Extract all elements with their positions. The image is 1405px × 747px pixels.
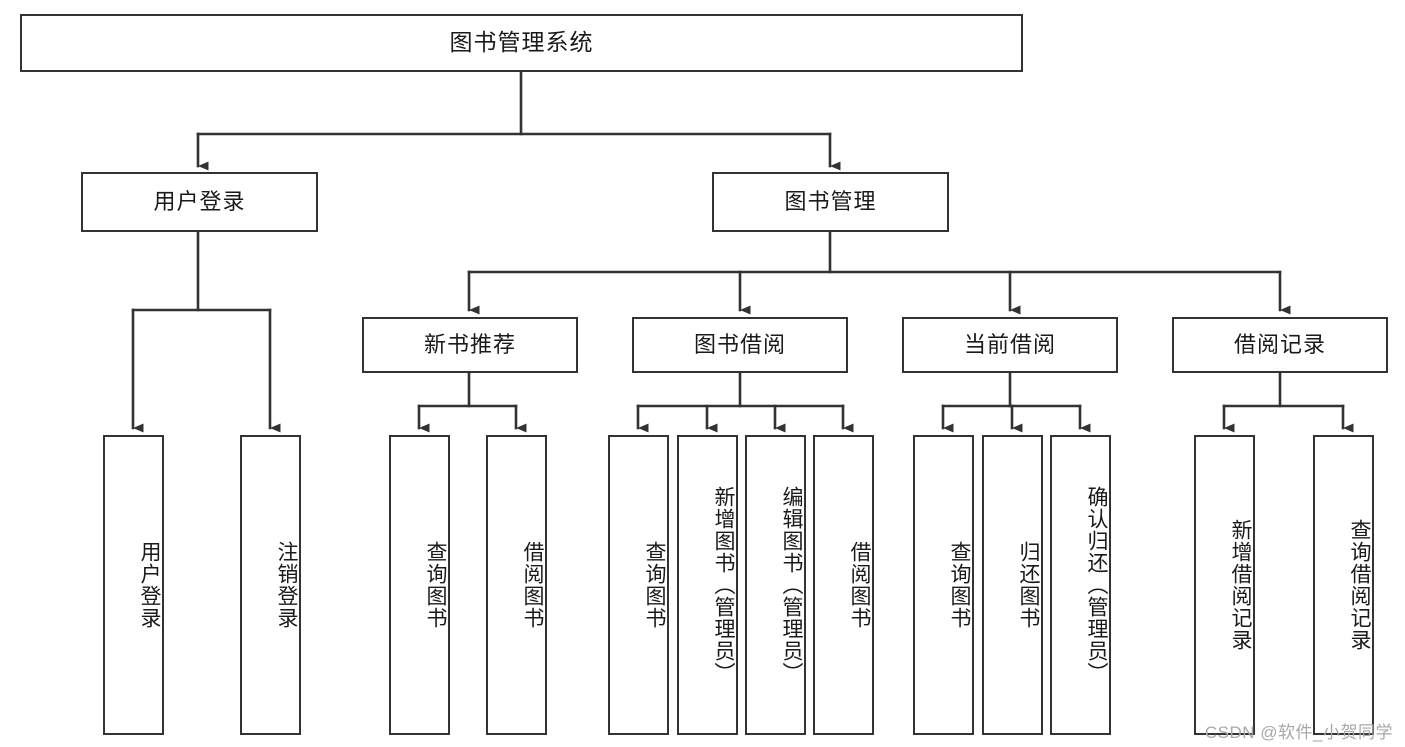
node-user-login-label: 用户登录 xyxy=(153,188,246,214)
node-leaf-query-book-3[interactable]: 查询图书 xyxy=(913,435,974,735)
node-leaf-confirm-return-label: 确认归还（管理员） xyxy=(1085,486,1108,684)
node-borrow-record[interactable]: 借阅记录 xyxy=(1172,317,1388,373)
node-user-login[interactable]: 用户登录 xyxy=(81,172,318,232)
node-new-book-rec-label: 新书推荐 xyxy=(423,331,516,357)
node-leaf-query-book-3-label: 查询图书 xyxy=(948,541,971,629)
node-leaf-query-record-label: 查询借阅记录 xyxy=(1348,519,1371,651)
node-leaf-add-book-label: 新增图书（管理员） xyxy=(712,486,735,684)
node-leaf-add-record[interactable]: 新增借阅记录 xyxy=(1194,435,1255,735)
node-book-manage-label: 图书管理 xyxy=(784,188,877,214)
node-book-manage[interactable]: 图书管理 xyxy=(712,172,949,232)
node-leaf-borrow-book-1-label: 借阅图书 xyxy=(521,541,544,629)
node-root-label: 图书管理系统 xyxy=(449,29,594,56)
node-leaf-borrow-book-2[interactable]: 借阅图书 xyxy=(813,435,874,735)
node-leaf-query-record[interactable]: 查询借阅记录 xyxy=(1313,435,1374,735)
node-current-borrow[interactable]: 当前借阅 xyxy=(902,317,1118,373)
node-book-borrow-label: 图书借阅 xyxy=(693,331,786,357)
node-leaf-query-book-1[interactable]: 查询图书 xyxy=(389,435,450,735)
node-leaf-edit-book-label: 编辑图书（管理员） xyxy=(780,486,803,684)
watermark-text: CSDN @软件_小贺同学 xyxy=(1204,723,1393,742)
node-root[interactable]: 图书管理系统 xyxy=(20,14,1023,72)
node-leaf-add-book[interactable]: 新增图书（管理员） xyxy=(677,435,738,735)
node-leaf-logout[interactable]: 注销登录 xyxy=(240,435,301,735)
node-leaf-add-record-label: 新增借阅记录 xyxy=(1229,519,1252,651)
node-leaf-logout-label: 注销登录 xyxy=(275,541,298,629)
node-leaf-query-book-2[interactable]: 查询图书 xyxy=(608,435,669,735)
node-leaf-borrow-book-1[interactable]: 借阅图书 xyxy=(486,435,547,735)
node-leaf-edit-book[interactable]: 编辑图书（管理员） xyxy=(745,435,806,735)
node-borrow-record-label: 借阅记录 xyxy=(1233,331,1326,357)
node-leaf-borrow-book-2-label: 借阅图书 xyxy=(848,541,871,629)
node-leaf-return-book[interactable]: 归还图书 xyxy=(982,435,1043,735)
node-leaf-user-login[interactable]: 用户登录 xyxy=(103,435,164,735)
node-leaf-user-login-label: 用户登录 xyxy=(138,541,161,629)
node-current-borrow-label: 当前借阅 xyxy=(963,331,1056,357)
node-leaf-return-book-label: 归还图书 xyxy=(1017,541,1040,629)
node-new-book-rec[interactable]: 新书推荐 xyxy=(362,317,578,373)
node-book-borrow[interactable]: 图书借阅 xyxy=(632,317,848,373)
node-leaf-confirm-return[interactable]: 确认归还（管理员） xyxy=(1050,435,1111,735)
node-leaf-query-book-2-label: 查询图书 xyxy=(643,541,666,629)
node-leaf-query-book-1-label: 查询图书 xyxy=(424,541,447,629)
